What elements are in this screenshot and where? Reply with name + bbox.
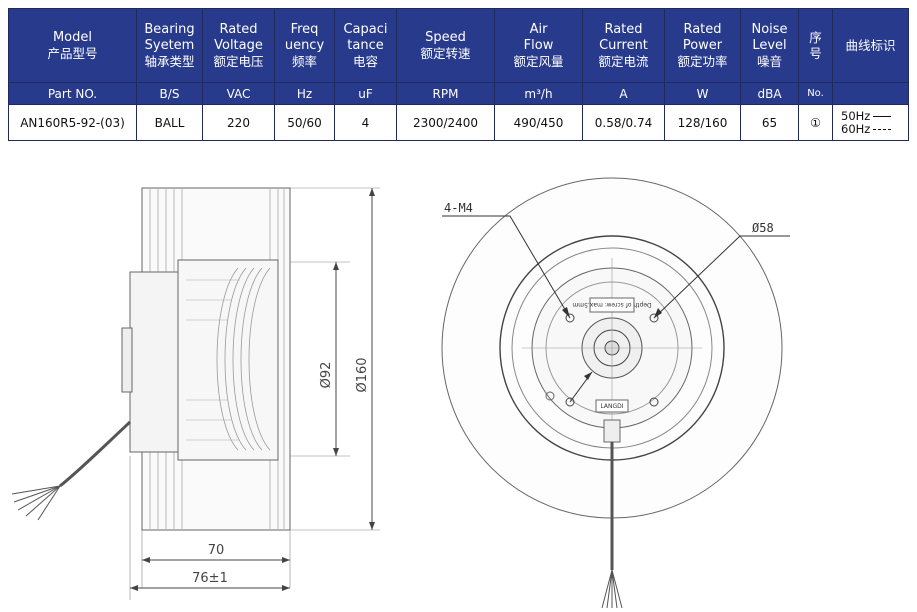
dim-76-label: 76±1 xyxy=(192,571,228,586)
unit-cell: Hz xyxy=(274,82,335,105)
power-value: 128/160 xyxy=(664,104,741,141)
screw-depth-plate: Depth of screw: max.5mm xyxy=(572,301,651,308)
screw-label: 4-M4 xyxy=(444,201,473,215)
unit-cell: A xyxy=(582,82,665,105)
header-cell: 序 号 xyxy=(798,8,833,83)
unit-cell: m³/h xyxy=(494,82,583,105)
front-view xyxy=(441,177,790,609)
side-view xyxy=(11,187,380,600)
dim-58-label: Ø58 xyxy=(752,221,774,235)
solid-line-icon xyxy=(873,115,892,117)
airflow-value: 490/450 xyxy=(494,104,583,141)
header-cell: 曲线标识 xyxy=(832,8,909,83)
dim-92-label: Ø92 xyxy=(319,362,334,389)
unit-cell: dBA xyxy=(740,82,799,105)
curve-50hz-label: 50Hz xyxy=(841,108,871,123)
capacitance-value: 4 xyxy=(334,104,397,141)
bearing-value: BALL xyxy=(136,104,203,141)
dashed-line-icon xyxy=(873,128,892,130)
curve-60hz-label: 60Hz xyxy=(841,121,871,136)
curve-legend: 50Hz 60Hz xyxy=(832,104,909,141)
table-row: AN160R5-92-(03) BALL 220 50/60 4 2300/24… xyxy=(8,104,909,141)
speed-value: 2300/2400 xyxy=(396,104,495,141)
unit-cell: No. xyxy=(798,82,833,105)
serial-value: ① xyxy=(798,104,833,141)
unit-cell: Part NO. xyxy=(8,82,137,105)
frequency-value: 50/60 xyxy=(274,104,335,141)
dim-70-label: 70 xyxy=(208,543,225,558)
model-value: AN160R5-92-(03) xyxy=(8,104,137,141)
brand-plate: LANGDI xyxy=(600,403,623,410)
unit-cell: W xyxy=(664,82,741,105)
technical-drawing: Ø92 Ø160 70 76±1 xyxy=(11,177,790,609)
current-value: 0.58/0.74 xyxy=(582,104,665,141)
unit-row: Part NO. B/S VAC Hz uF RPM m³/h A W dBA … xyxy=(8,82,909,105)
unit-cell: RPM xyxy=(396,82,495,105)
voltage-value: 220 xyxy=(202,104,275,141)
unit-cell: uF xyxy=(334,82,397,105)
noise-value: 65 xyxy=(740,104,799,141)
dim-160-label: Ø160 xyxy=(355,357,370,392)
unit-cell xyxy=(832,82,909,105)
unit-cell: B/S xyxy=(136,82,203,105)
unit-cell: VAC xyxy=(202,82,275,105)
